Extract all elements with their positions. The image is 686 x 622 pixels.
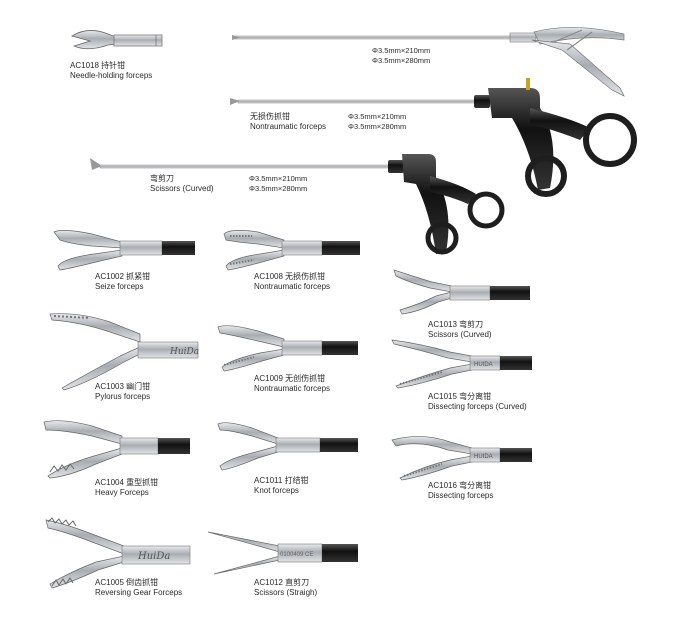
product-label-ac1018: AC1018 持针钳 Needle-holding forceps: [70, 61, 153, 80]
knot-forceps-image: [217, 422, 358, 471]
product-label-ac1003: AC1003 幽门钳 Pylorus forceps: [95, 382, 151, 401]
product-label-ac1008: AC1008 无损伤抓钳 Nontraumatic forceps: [254, 272, 331, 291]
nontraumatic-forceps-image-1: [223, 230, 360, 271]
engraving-brand-ac1016: HUIDA: [474, 454, 493, 460]
product-label-ac1002: AC1002 抓紧钳 Seize forceps: [95, 272, 151, 291]
engraving-brand-ac1015: HUIDA: [474, 362, 493, 368]
product-label-ac1009: AC1009 无创伤抓钳 Nontraumatic forceps: [254, 374, 331, 393]
product-label-ac1004: AC1004 重型抓钳 Heavy Forceps: [95, 478, 159, 497]
curved-scissors-image: [393, 269, 530, 315]
dissecting-forceps-image: HUIDA: [391, 436, 532, 481]
long-needle-holder-image: [232, 27, 625, 97]
seize-forceps-image: [53, 230, 195, 271]
engraving-script-ac1003: HuiDa: [169, 347, 199, 357]
product-label-ac1016: AC1016 弯分离钳 Dissecting forceps: [428, 481, 494, 500]
long-instrument-3-label: 弯剪刀 Scissors (Curved): [150, 174, 214, 193]
product-label-ac1011: AC1011 打结钳 Knot forceps: [254, 476, 309, 495]
engraving-script-ac1005: HuiDa: [137, 551, 170, 562]
needle-holder-jaw-image: [71, 30, 163, 50]
pylorus-forceps-image: HuiDa: [49, 313, 199, 391]
product-label-ac1012: AC1012 直剪刀 Scissors (Straigh): [254, 578, 318, 597]
engraving-serial-ac1012: 0100409 CE: [280, 552, 313, 558]
long-instrument-2-label: 无损伤抓钳 Nontraumatic forceps: [250, 112, 327, 131]
reversing-gear-forceps-image: HuiDa: [45, 517, 191, 589]
product-label-ac1005: AC1005 倒齿抓钳 Reversing Gear Forceps: [95, 578, 183, 597]
product-label-ac1015: AC1015 弯分离钳 Dissecting forceps (Curved): [428, 392, 527, 411]
product-label-ac1013: AC1013 弯剪刀 Scissors (Curved): [428, 320, 492, 339]
long-instrument-1-specs: Φ3.5mm×210mm Φ3.5mm×280mm: [372, 46, 431, 65]
long-instrument-2-specs: Φ3.5mm×210mm Φ3.5mm×280mm: [348, 112, 407, 131]
long-nontraumatic-forceps-image: [230, 78, 637, 197]
long-instrument-3-specs: Φ3.5mm×210mm Φ3.5mm×280mm: [249, 174, 308, 193]
nontraumatic-forceps-image-2: [217, 325, 358, 372]
straight-scissors-image: 0100409 CE: [207, 531, 358, 575]
long-curved-scissors-image: [90, 154, 505, 255]
dissecting-forceps-curved-image: HUIDA: [391, 339, 532, 389]
heavy-forceps-image: [43, 420, 190, 479]
